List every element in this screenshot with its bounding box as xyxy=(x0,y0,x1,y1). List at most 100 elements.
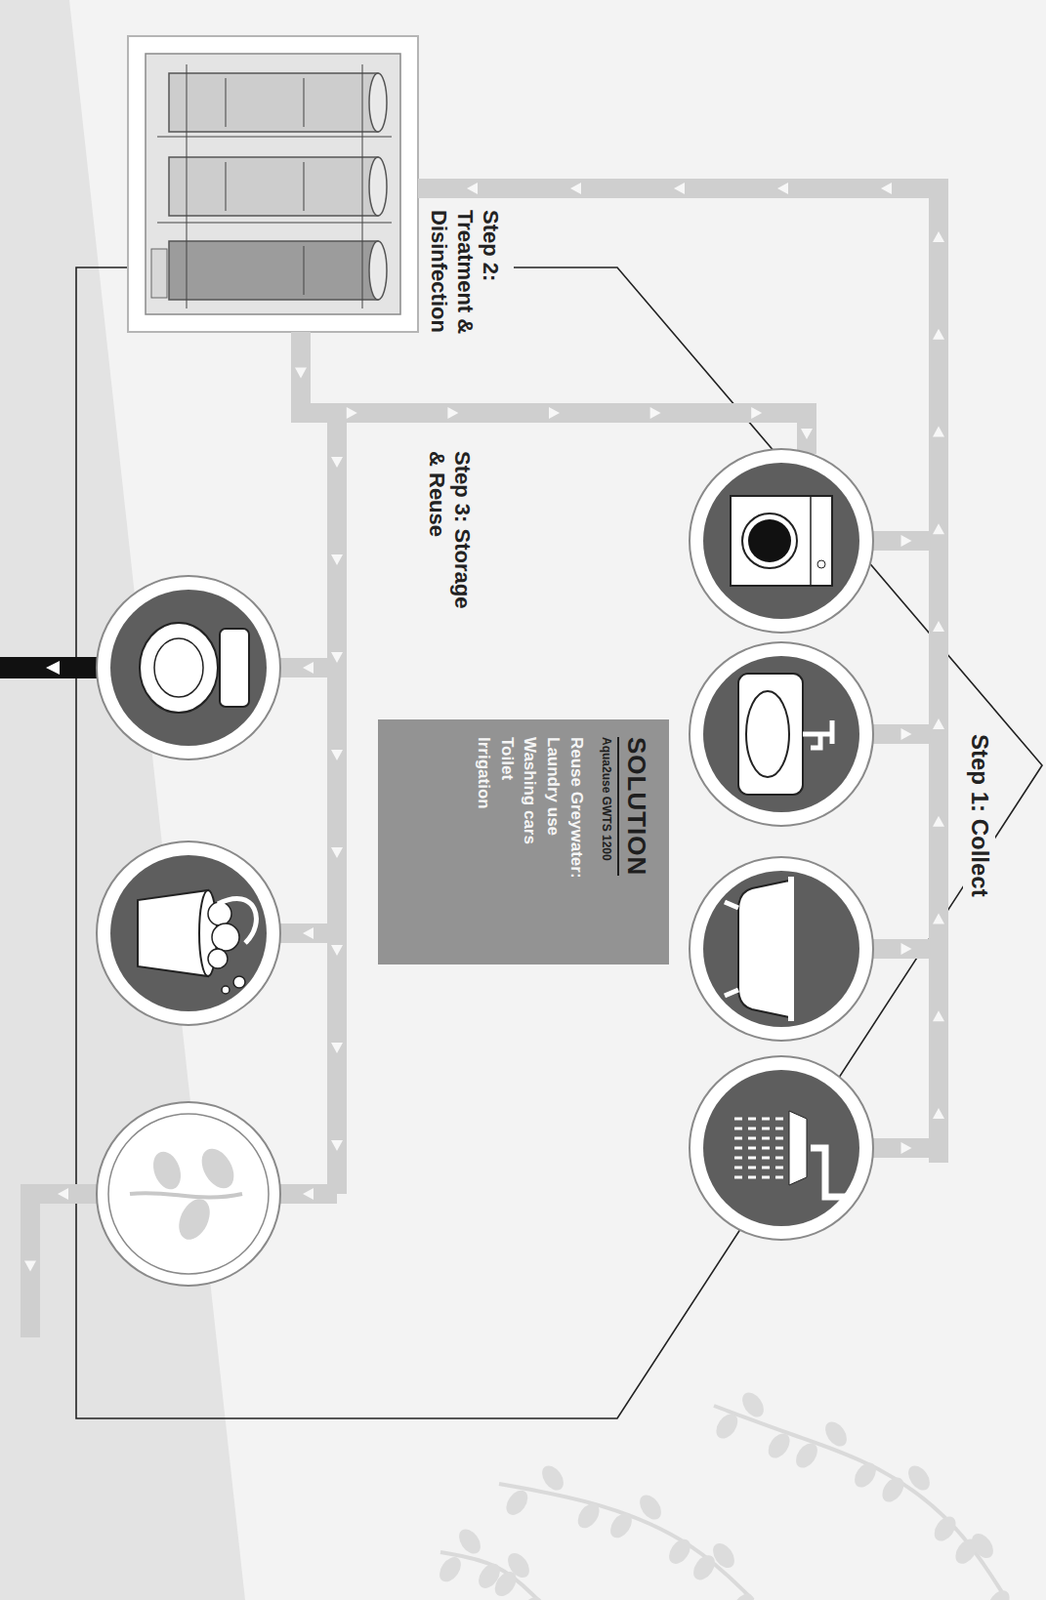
washing-machine-icon xyxy=(748,519,792,563)
flow-arrow xyxy=(24,1261,37,1273)
vine-decoration xyxy=(455,1525,486,1558)
shower-icon xyxy=(734,1176,743,1180)
flow-arrow xyxy=(331,750,343,761)
pipe xyxy=(873,939,939,960)
toilet-icon xyxy=(139,623,218,713)
shower-icon xyxy=(734,1119,784,1178)
flow-arrow xyxy=(932,914,945,925)
pipe xyxy=(280,923,337,944)
vine-decoration xyxy=(763,1429,795,1463)
vine-decoration xyxy=(573,1500,604,1533)
sink-icon xyxy=(689,642,874,827)
vine-decoration xyxy=(904,1462,935,1495)
reuse-item: Laundry use xyxy=(541,737,565,948)
shower-icon xyxy=(761,1157,770,1161)
flow-arrow xyxy=(932,231,945,243)
bucket-icon xyxy=(96,841,281,1026)
flow-arrow xyxy=(932,621,945,632)
treatment-unit xyxy=(168,157,378,216)
flow-arrow xyxy=(570,182,582,195)
plant-icon xyxy=(172,1194,216,1246)
shower-icon xyxy=(689,1056,874,1241)
vine-decoration xyxy=(665,1536,696,1569)
vine-decoration xyxy=(983,1587,1014,1600)
flow-arrow xyxy=(548,407,560,419)
flow-arrow xyxy=(901,728,913,741)
treatment-unit: Step 2: Treatment & Disinfection xyxy=(127,36,419,333)
shower-icon xyxy=(734,1167,743,1171)
sewer-outlet xyxy=(45,661,60,675)
vine-decoration xyxy=(728,1590,759,1600)
plant-icon xyxy=(148,1143,241,1246)
bucket-icon xyxy=(110,855,267,1012)
solution-title: SOLUTION xyxy=(617,737,652,877)
flow-arrow xyxy=(751,407,762,419)
shower-icon xyxy=(748,1118,756,1122)
flow-arrow xyxy=(302,1188,314,1201)
pipe xyxy=(418,188,939,1164)
treatment-unit xyxy=(151,249,168,298)
shower-icon xyxy=(761,1128,770,1131)
bathtub-icon xyxy=(703,871,860,1028)
washing-machine-icon xyxy=(730,496,833,586)
pipe xyxy=(327,413,347,1195)
washing-machine-icon xyxy=(689,449,874,633)
vine-decoration xyxy=(689,1551,720,1585)
vine-decoration xyxy=(499,1484,754,1600)
shower-icon xyxy=(775,1128,784,1131)
shower-icon xyxy=(810,1148,850,1198)
vine-decoration xyxy=(516,1593,547,1600)
vine-decoration xyxy=(951,1536,982,1569)
shower-icon xyxy=(775,1147,784,1151)
shower-icon xyxy=(761,1147,770,1151)
bathtub-icon xyxy=(689,857,874,1042)
pipe xyxy=(30,1194,97,1339)
shower-icon xyxy=(775,1157,784,1161)
shower-icon xyxy=(689,1056,874,1241)
sink-icon xyxy=(738,673,803,795)
appliance-circles xyxy=(96,449,874,1287)
pipe xyxy=(873,531,939,551)
vine-decoration xyxy=(878,1473,909,1507)
shower-icon xyxy=(775,1167,784,1171)
plant-icon xyxy=(195,1143,241,1195)
washing-machine-icon xyxy=(703,462,860,620)
product-name: Aqua2use GWTS 1200 xyxy=(599,737,614,948)
vine-decoration xyxy=(711,1410,743,1443)
flow-arrow xyxy=(932,718,945,730)
bucket-icon xyxy=(233,976,246,989)
vine-decoration xyxy=(435,1553,466,1587)
vine-decoration xyxy=(538,1462,569,1495)
bucket-icon xyxy=(137,890,209,977)
toilet-icon xyxy=(110,589,267,747)
bathtub-icon xyxy=(738,880,790,1018)
pipe xyxy=(300,332,807,455)
toilet-icon xyxy=(96,576,281,760)
shower-icon xyxy=(748,1167,756,1171)
toilet-icon xyxy=(154,638,204,698)
step-heading: Step 2: Treatment & Disinfection xyxy=(425,209,503,367)
plant-icon xyxy=(96,1102,281,1287)
treatment-unit xyxy=(157,64,392,309)
vine-decoration xyxy=(606,1509,637,1543)
vine-decoration xyxy=(821,1418,852,1451)
sewer-outlet xyxy=(0,657,97,679)
flow-arrow xyxy=(346,407,358,419)
vine-decoration xyxy=(792,1439,823,1472)
washing-machine-icon xyxy=(689,449,874,633)
flow-arrow xyxy=(901,943,913,956)
bucket-icon xyxy=(211,923,240,952)
solution-box: SOLUTIONAqua2use GWTS 1200Reuse Greywate… xyxy=(377,719,670,965)
toilet-icon xyxy=(219,628,250,708)
treatment-unit xyxy=(225,78,304,295)
sewer-outlet xyxy=(0,657,97,679)
pipe xyxy=(30,188,939,1339)
flow-arrow xyxy=(294,368,307,379)
shower-icon xyxy=(748,1176,756,1180)
bathtub-icon xyxy=(724,902,739,997)
bucket-icon xyxy=(208,902,246,995)
flow-arrow xyxy=(932,816,945,828)
reuse-item: Toilet xyxy=(495,737,519,948)
vine-decoration xyxy=(850,1459,881,1492)
